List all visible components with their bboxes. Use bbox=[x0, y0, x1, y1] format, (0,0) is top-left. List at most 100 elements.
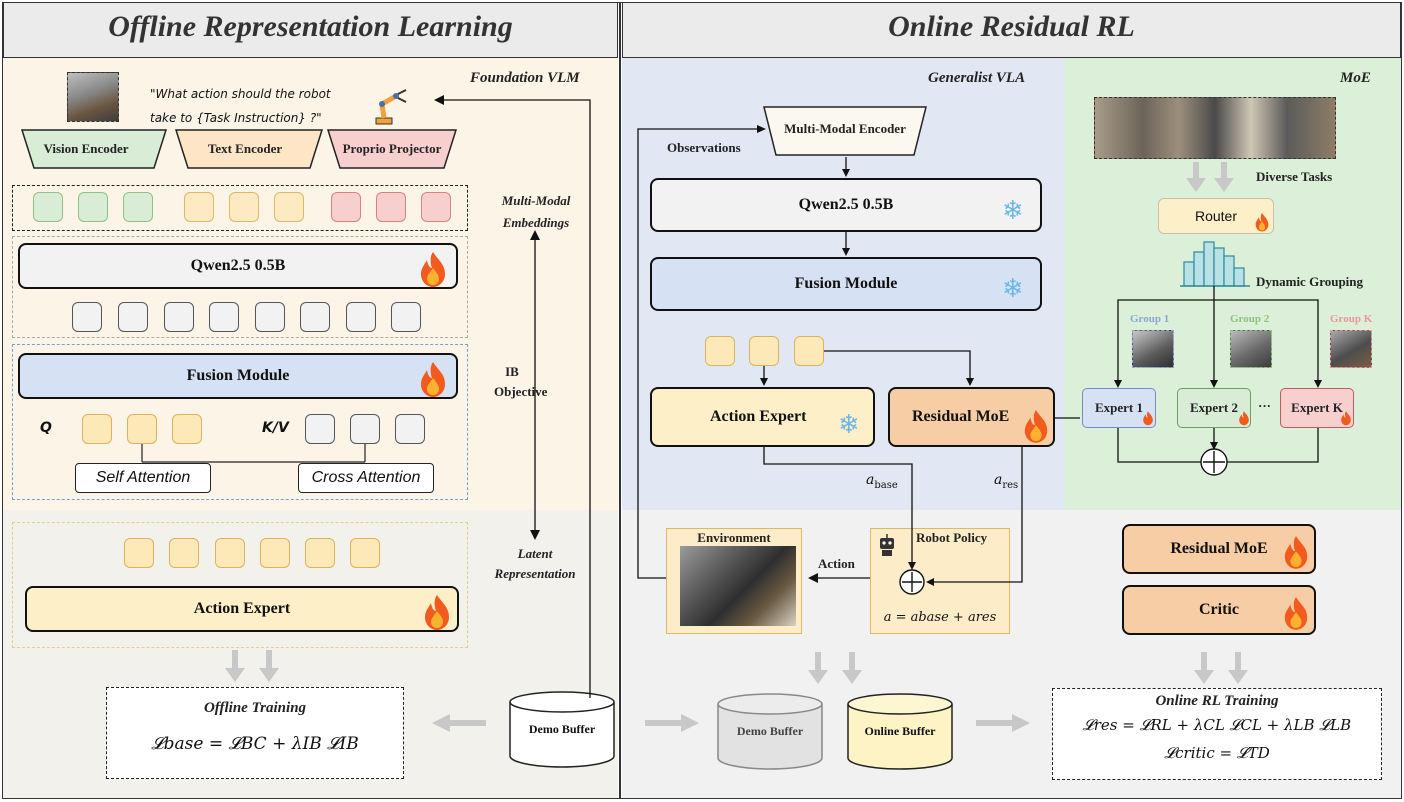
snowflake-icon: ❄ bbox=[1002, 274, 1024, 304]
qwen-bar: Qwen2.5 0.5B bbox=[18, 243, 458, 289]
action-expert-bar-middle: Action Expert bbox=[650, 387, 875, 447]
query-token bbox=[127, 414, 157, 444]
text-token bbox=[184, 192, 214, 222]
action-expert-label: Action Expert bbox=[193, 600, 291, 617]
fire-icon bbox=[425, 595, 449, 630]
attention-connectors bbox=[141, 444, 366, 463]
expert-2-label: Expert 2 bbox=[1189, 400, 1239, 415]
latent-token bbox=[118, 302, 148, 332]
environment-image bbox=[680, 546, 796, 626]
fire-icon bbox=[421, 252, 445, 287]
latent-representation-label: Latent Representation bbox=[494, 546, 576, 581]
mm-encoder-shape bbox=[763, 106, 927, 156]
cross-attention-label: Cross Attention bbox=[311, 469, 421, 486]
action-token bbox=[350, 538, 380, 568]
encoder-shapes bbox=[20, 129, 458, 169]
group-1-images bbox=[1132, 330, 1174, 368]
cross-attention-box: Cross Attention bbox=[298, 463, 434, 493]
latent-double-arrow bbox=[530, 230, 540, 540]
expert-k-label: Expert K bbox=[1291, 400, 1343, 415]
scene-thumbnail bbox=[67, 72, 119, 122]
right-header-band bbox=[622, 2, 1401, 58]
a-base-label: abase bbox=[866, 472, 898, 491]
action-label: Action bbox=[818, 556, 855, 571]
online-buffer-label: Online Buffer bbox=[864, 724, 936, 738]
fire-icon bbox=[1284, 536, 1308, 569]
action-token bbox=[260, 538, 290, 568]
fire-icon bbox=[1341, 411, 1351, 426]
multimodal-embeddings-label: Multi-Modal Embeddings bbox=[501, 193, 571, 230]
foundation-vlm-title: Foundation VLM bbox=[470, 70, 580, 86]
robot-policy-label: Robot Policy bbox=[916, 530, 988, 545]
expert-1-label: Expert 1 bbox=[1094, 400, 1144, 415]
group-k-images bbox=[1330, 330, 1372, 368]
kv-label: K/V bbox=[262, 420, 289, 436]
qwen-label: Qwen2.5 0.5B bbox=[190, 257, 286, 274]
environment-label: Environment bbox=[697, 530, 771, 545]
action-token bbox=[124, 538, 154, 568]
qwen-bar-middle: Qwen2.5 0.5B bbox=[650, 178, 1042, 232]
router-box: Router bbox=[1158, 198, 1274, 234]
text-token bbox=[274, 192, 304, 222]
embeddings-box bbox=[12, 185, 468, 231]
fusion-region bbox=[12, 344, 468, 500]
action-expert-label-middle: Action Expert bbox=[710, 408, 807, 425]
residual-moe-bar-right: Residual MoE bbox=[1122, 524, 1316, 574]
kv-token bbox=[305, 414, 335, 444]
latent-token bbox=[346, 302, 376, 332]
down-arrows-middle bbox=[808, 652, 862, 684]
demo-buffer-label: Demo Buffer bbox=[528, 722, 596, 736]
latent-token bbox=[255, 302, 285, 332]
histogram-icon bbox=[1180, 241, 1250, 287]
a-res-label: ares bbox=[994, 472, 1019, 491]
observations-label: Observations bbox=[667, 140, 741, 155]
proprio-token bbox=[331, 192, 361, 222]
panel-divider bbox=[619, 2, 621, 799]
snowflake-icon: ❄ bbox=[1002, 196, 1024, 226]
residual-moe-label-right: Residual MoE bbox=[1170, 540, 1268, 557]
latent-token bbox=[300, 302, 330, 332]
arrow-to-offline bbox=[432, 714, 486, 732]
query-token bbox=[82, 414, 112, 444]
group-2-images bbox=[1230, 330, 1272, 368]
policy-equation: a = abase + ares bbox=[883, 610, 997, 625]
offline-training-box bbox=[106, 687, 404, 779]
fire-icon bbox=[1239, 411, 1249, 426]
arrow-to-demo-buffer-mid bbox=[645, 714, 699, 732]
action-arrow bbox=[808, 573, 870, 583]
fusion-label-middle: Fusion Module bbox=[794, 275, 898, 292]
prompt-text: "What action should the robot take to {T… bbox=[150, 87, 331, 125]
latent-token bbox=[209, 302, 239, 332]
down-arrows-right bbox=[1194, 652, 1248, 684]
expert-ellipsis: ··· bbox=[1258, 398, 1272, 413]
fire-icon bbox=[1284, 597, 1308, 630]
action-token bbox=[305, 538, 335, 568]
latent-token bbox=[164, 302, 194, 332]
demo-buffer-cylinder bbox=[509, 691, 615, 768]
generalist-vla-title: Generalist VLA bbox=[928, 70, 1026, 86]
fire-icon bbox=[1143, 411, 1153, 426]
proprio-token bbox=[421, 192, 451, 222]
online-training-title: Online RL Training bbox=[1155, 693, 1279, 709]
self-attention-label: Self Attention bbox=[95, 469, 191, 486]
vision-token bbox=[33, 192, 63, 222]
feedback-line bbox=[434, 95, 591, 698]
group-2-label: Group 2 bbox=[1230, 313, 1270, 325]
router-label: Router bbox=[1194, 208, 1238, 224]
fire-icon bbox=[1255, 213, 1269, 232]
expert-1-box: Expert 1 bbox=[1082, 388, 1156, 428]
down-arrows-left bbox=[225, 650, 279, 682]
action-expert-region bbox=[12, 522, 468, 648]
robot-arm-icon bbox=[375, 89, 407, 125]
vision-token bbox=[78, 192, 108, 222]
proprio-projector-label: Proprio Projector bbox=[342, 141, 442, 156]
kv-token bbox=[350, 414, 380, 444]
fire-icon bbox=[1024, 410, 1048, 443]
action-query-token bbox=[705, 336, 735, 366]
robot-icon bbox=[880, 534, 894, 556]
action-query-token bbox=[794, 336, 824, 366]
offline-loss: 𝓛base = 𝓛BC + λIB 𝓛IB bbox=[151, 734, 359, 754]
action-query-token bbox=[749, 336, 779, 366]
